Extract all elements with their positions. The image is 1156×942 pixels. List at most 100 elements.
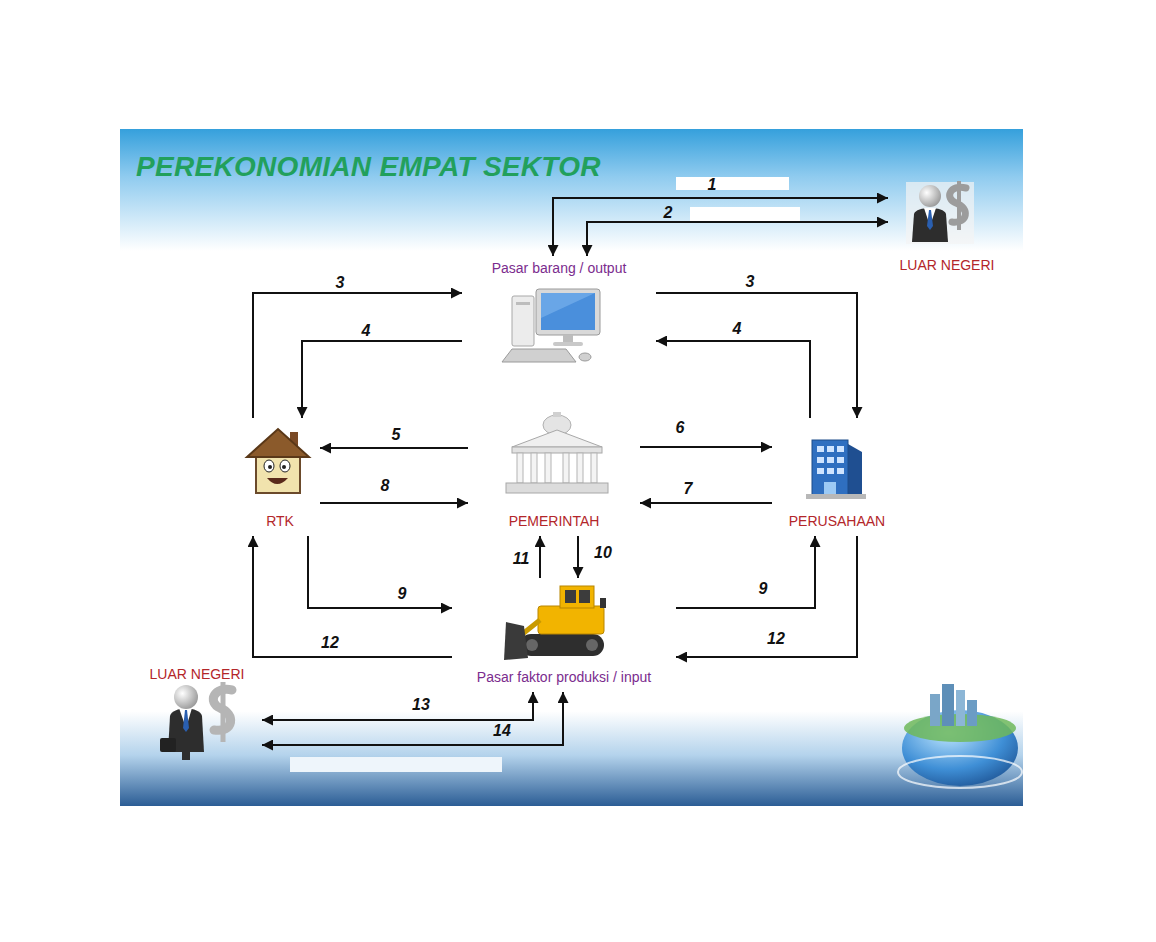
flow-arrow [676, 536, 815, 608]
bulldozer-icon [504, 586, 606, 660]
globe-illustration-part [898, 756, 1022, 788]
callout-number: 11 [511, 550, 532, 568]
house-icon [247, 429, 309, 493]
computer-icon-part [536, 289, 600, 335]
house-icon-part [282, 465, 286, 469]
flow-arrow [553, 198, 888, 256]
computer-icon-part [553, 342, 583, 346]
slide-background [120, 129, 1023, 806]
house-icon-part [247, 429, 309, 457]
node-label: PEMERINTAH [509, 513, 600, 530]
callout-number: 2 [662, 204, 675, 222]
flow-arrow [253, 293, 462, 418]
bulldozer-icon-part [579, 590, 590, 603]
callout-number: 3 [334, 274, 347, 292]
white-patch [690, 207, 800, 221]
government-building-icon-part [531, 453, 537, 483]
flow-arrow [676, 536, 857, 657]
person-icon-part [927, 210, 933, 230]
callout-number: 6 [674, 419, 687, 437]
government-building-icon-part [553, 412, 561, 417]
callout-number: 8 [379, 477, 392, 495]
globe-illustration-part [930, 694, 940, 726]
node-label: LUAR NEGERI [150, 666, 245, 683]
bulldozer-icon-part [526, 639, 538, 651]
office-building-icon-part [824, 482, 836, 496]
government-building-icon [506, 412, 608, 493]
callout-number: 10 [592, 544, 614, 562]
icon-node: LUAR NEGERI [132, 662, 262, 764]
globe-illustration [898, 684, 1022, 788]
bulldozer-icon-part [600, 598, 606, 608]
flow-arrow [320, 447, 468, 449]
person-icon-part [160, 738, 176, 752]
callout-number: 4 [731, 320, 744, 338]
flow-arrow [320, 502, 468, 504]
callout-number: 12 [319, 634, 341, 652]
callout-number: 9 [757, 580, 770, 598]
computer-icon-part [502, 349, 576, 362]
node-label: LUAR NEGERI [900, 257, 995, 274]
computer-icon-part [579, 353, 591, 361]
house-icon-part [280, 460, 290, 472]
icon-node: PERUSAHAAN [772, 418, 902, 536]
government-building-icon-part [517, 453, 523, 483]
person-icon-part [957, 181, 961, 230]
node-label: RTK [266, 513, 294, 530]
computer-icon-part [541, 293, 595, 318]
computer-icon-part [541, 293, 595, 330]
flow-arrow [656, 293, 857, 418]
office-building-icon-part [817, 446, 824, 452]
office-building-icon-part [817, 457, 824, 463]
house-icon-part [268, 465, 272, 469]
callout-number: 1 [706, 176, 719, 194]
office-building-icon-part [837, 468, 844, 474]
computer-icon-part [512, 296, 534, 346]
callout-number: 5 [390, 426, 403, 444]
office-building-icon-part [827, 468, 834, 474]
government-building-icon-part [506, 483, 608, 493]
person-icon-part [183, 710, 189, 732]
node-label: Pasar faktor produksi / input [477, 669, 651, 686]
flow-arrow [640, 446, 772, 448]
icon-node: LUAR NEGERI [888, 176, 1006, 280]
person-icon [906, 181, 974, 244]
icon-node: Pasar faktor produksi / input [452, 578, 676, 692]
callout-number: 14 [491, 722, 513, 740]
node-label: PERUSAHAAN [789, 513, 885, 530]
government-building-icon-part [591, 453, 597, 483]
flow-arrow [302, 341, 462, 418]
computer-icon-part [516, 302, 530, 305]
flow-arrow [640, 502, 772, 504]
node-label: Pasar barang / output [492, 260, 627, 277]
icon-node: Pasar barang / output [462, 256, 656, 368]
white-patch [676, 177, 789, 190]
person-icon-part [182, 752, 190, 760]
house-icon-part [267, 478, 288, 484]
bulldozer-icon-part [538, 606, 604, 634]
flow-arrow [587, 222, 888, 256]
office-building-icon-part [848, 444, 862, 498]
person-icon-part [906, 182, 974, 244]
callout-number: 13 [410, 696, 432, 714]
government-building-icon-part [512, 447, 602, 453]
bulldozer-icon-part [504, 622, 528, 660]
house-icon-part [264, 460, 274, 472]
globe-illustration-part [942, 684, 954, 726]
bulldozer-icon-part [565, 590, 576, 603]
icon-node: RTK [240, 418, 320, 536]
office-building-icon-part [827, 446, 834, 452]
person-icon-part [912, 208, 948, 242]
computer-icon-part [563, 335, 573, 343]
flow-arrow [262, 692, 533, 720]
flow-arrow [308, 536, 452, 608]
bulldozer-icon-part [586, 639, 598, 651]
callout-number: 3 [744, 273, 757, 291]
person-icon [160, 682, 232, 760]
flow-arrow [577, 536, 579, 578]
callout-number: 7 [682, 480, 695, 498]
office-building-icon-part [812, 440, 848, 496]
